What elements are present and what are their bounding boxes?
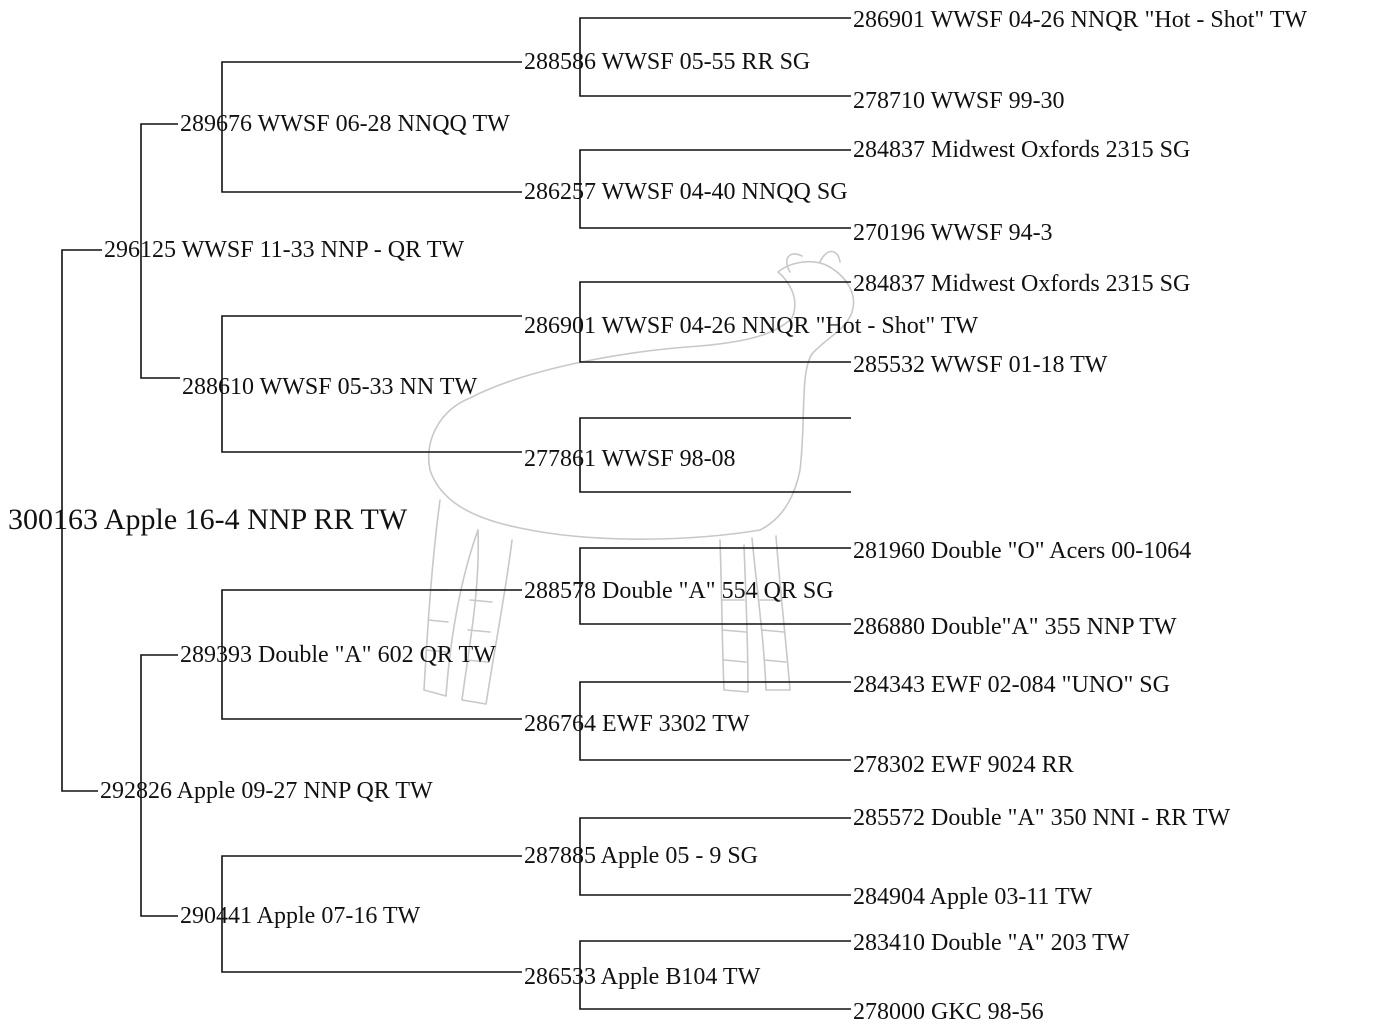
great-grandparent-label-8: 286533 Apple B104 TW — [524, 964, 761, 990]
sire-label: 296125 WWSF 11-33 NNP - QR TW — [104, 237, 464, 263]
pedigree-bracket-9 — [579, 149, 851, 229]
pedigree-bracket-2 — [140, 123, 180, 379]
gg-grandparent-label-14: 284904 Apple 03-11 TW — [853, 884, 1093, 910]
gg-grandparent-label-10: 286880 Double"A" 355 NNP TW — [853, 614, 1177, 640]
pedigree-bracket-1 — [61, 249, 102, 792]
pedigree-bracket-5 — [221, 315, 522, 453]
great-grandparent-label-2: 286257 WWSF 04-40 NNQQ SG — [524, 179, 848, 205]
pedigree-bracket-4 — [221, 61, 522, 193]
pedigree-bracket-15 — [579, 940, 851, 1010]
great-grandparent-label-6: 286764 EWF 3302 TW — [524, 711, 750, 737]
paternal-grandsire-label: 289676 WWSF 06-28 NNQQ TW — [180, 111, 510, 137]
great-grandparent-label-1: 288586 WWSF 05-55 RR SG — [524, 49, 811, 75]
gg-grandparent-label-2: 278710 WWSF 99-30 — [853, 88, 1065, 114]
dam-label: 292826 Apple 09-27 NNP QR TW — [100, 778, 433, 804]
gg-grandparent-label-4: 270196 WWSF 94-3 — [853, 220, 1053, 246]
gg-grandparent-label-15: 283410 Double "A" 203 TW — [853, 930, 1130, 956]
great-grandparent-label-7: 287885 Apple 05 - 9 SG — [524, 843, 758, 869]
pedigree-bracket-13 — [579, 681, 851, 761]
gg-grandparent-label-16: 278000 GKC 98-56 — [853, 999, 1044, 1025]
maternal-granddam-label: 290441 Apple 07-16 TW — [180, 903, 421, 929]
pedigree-bracket-12 — [579, 547, 851, 625]
great-grandparent-label-5: 288578 Double "A" 554 QR SG — [524, 578, 834, 604]
paternal-granddam-label: 288610 WWSF 05-33 NN TW — [182, 374, 478, 400]
gg-grandparent-label-13: 285572 Double "A" 350 NNI - RR TW — [853, 805, 1231, 831]
great-grandparent-label-4: 277861 WWSF 98-08 — [524, 446, 736, 472]
gg-grandparent-label-11: 284343 EWF 02-084 "UNO" SG — [853, 672, 1170, 698]
pedigree-bracket-3 — [140, 654, 178, 917]
pedigree-bracket-6 — [221, 589, 522, 720]
pedigree-bracket-7 — [221, 855, 522, 973]
subject-animal-label: 300163 Apple 16-4 NNP RR TW — [8, 503, 408, 536]
gg-grandparent-label-5: 284837 Midwest Oxfords 2315 SG — [853, 271, 1191, 297]
great-grandparent-label-3: 286901 WWSF 04-26 NNQR "Hot - Shot" TW — [524, 313, 979, 339]
gg-grandparent-label-3: 284837 Midwest Oxfords 2315 SG — [853, 137, 1191, 163]
pedigree-bracket-10 — [579, 281, 851, 363]
pedigree-bracket-11 — [579, 417, 851, 493]
pedigree-bracket-14 — [579, 817, 851, 896]
maternal-grandsire-label: 289393 Double "A" 602 QR TW — [180, 642, 496, 668]
gg-grandparent-label-9: 281960 Double "O" Acers 00-1064 — [853, 538, 1192, 564]
pedigree-bracket-8 — [579, 17, 851, 97]
gg-grandparent-label-1: 286901 WWSF 04-26 NNQR "Hot - Shot" TW — [853, 7, 1308, 33]
gg-grandparent-label-12: 278302 EWF 9024 RR — [853, 752, 1074, 778]
gg-grandparent-label-6: 285532 WWSF 01-18 TW — [853, 352, 1108, 378]
